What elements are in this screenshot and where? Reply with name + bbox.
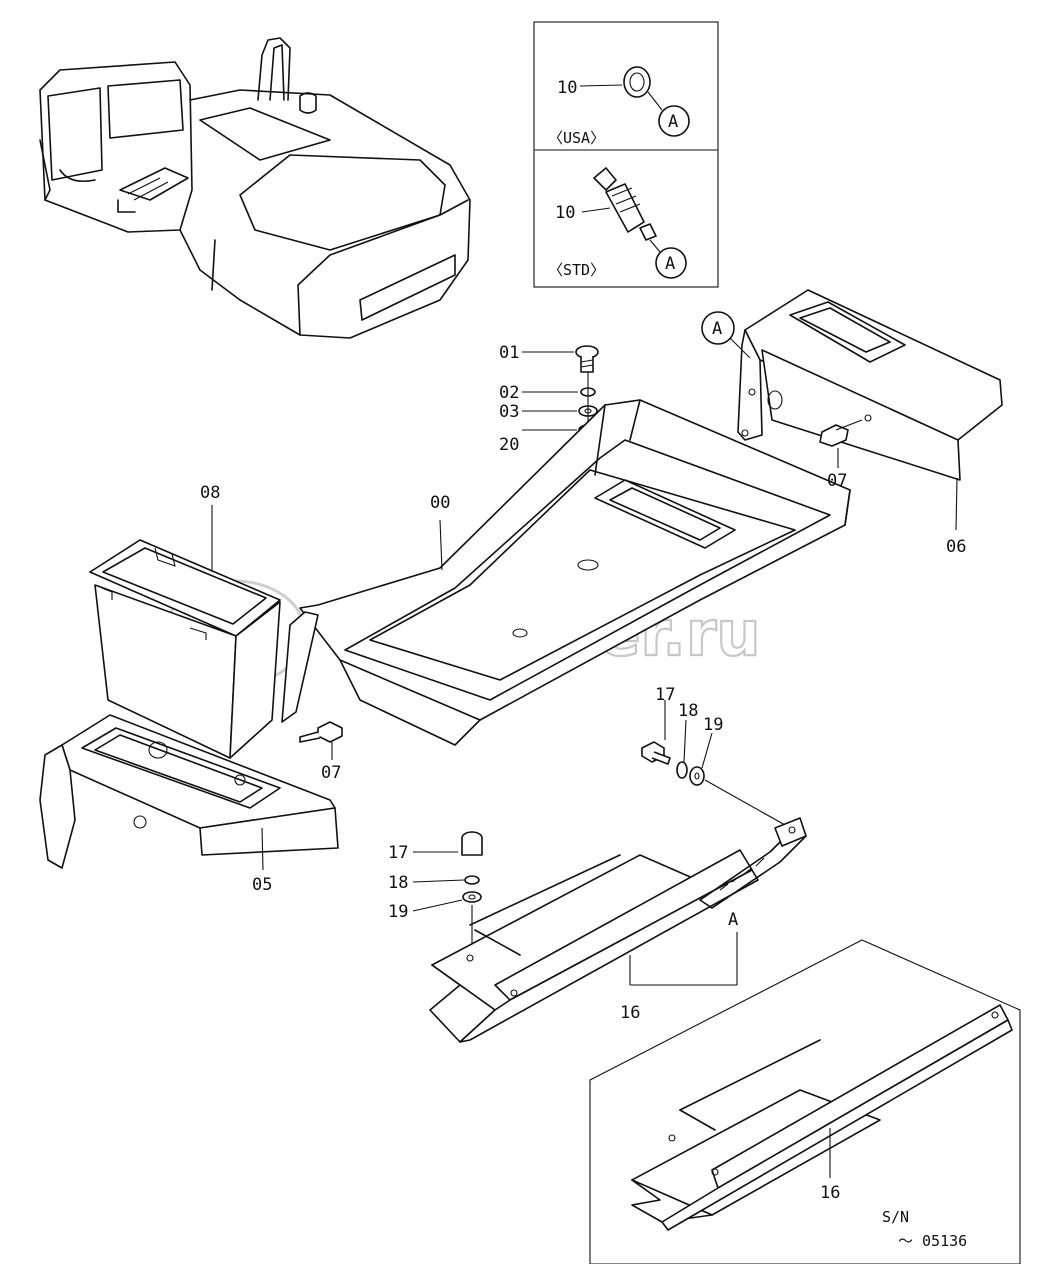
cable-bracket-16: A 16: [429, 817, 807, 1043]
callout-18-lower: 18: [388, 873, 408, 893]
bolt-07-left: 07: [299, 721, 343, 783]
sn-range: ～ 05136: [898, 1232, 967, 1250]
ref-a-cable: A: [728, 910, 738, 930]
callout-10-usa: 10: [557, 78, 577, 98]
ref-a-usa: A: [668, 112, 678, 132]
variant-usa: 〈USA〉: [548, 129, 605, 147]
storage-box-08: 08: [89, 483, 281, 759]
callout-02: 02: [499, 383, 519, 403]
variant-std: 〈STD〉: [548, 261, 605, 279]
inset-earlier-bracket: 16 S/N ～ 05136: [589, 939, 1021, 1264]
callout-07-left: 07: [321, 763, 341, 783]
callout-16: 16: [620, 1003, 640, 1023]
callout-08: 08: [200, 483, 220, 503]
excavator-overview: [39, 37, 471, 339]
callout-17-upper: 17: [655, 685, 675, 705]
callout-19-upper: 19: [703, 715, 723, 735]
callout-18-upper: 18: [678, 701, 698, 721]
cigarette-lighter-std: 10 A 〈STD〉: [548, 167, 687, 279]
callout-16-inset: 16: [820, 1183, 840, 1203]
callout-07-right: 07: [827, 471, 847, 491]
callout-10-std: 10: [555, 203, 575, 223]
callout-03: 03: [499, 402, 519, 422]
fasteners-lower: 17 18 19: [388, 831, 483, 960]
callout-01: 01: [499, 343, 519, 363]
callout-19-lower: 19: [388, 902, 408, 922]
callout-20: 20: [499, 435, 519, 455]
side-panel-05: 05: [39, 714, 339, 895]
inset-part-10: 10 A 〈USA〉 10 A 〈STD〉: [533, 21, 719, 288]
callout-00: 00: [430, 493, 450, 513]
console-tray-00: 00: [281, 399, 851, 746]
sn-label: S/N: [882, 1208, 909, 1226]
callout-17-lower: 17: [388, 843, 408, 863]
callout-05: 05: [252, 875, 272, 895]
cigarette-lighter-usa: 10 A 〈USA〉: [548, 66, 690, 147]
side-panel-06: 07 06 A: [701, 289, 1003, 557]
ref-a-std: A: [665, 254, 675, 274]
ref-a-main: A: [712, 319, 722, 339]
callout-06: 06: [946, 537, 966, 557]
screw-stack: 01 02 03 20: [499, 343, 599, 560]
fasteners-upper: 17 18 19: [641, 685, 786, 826]
